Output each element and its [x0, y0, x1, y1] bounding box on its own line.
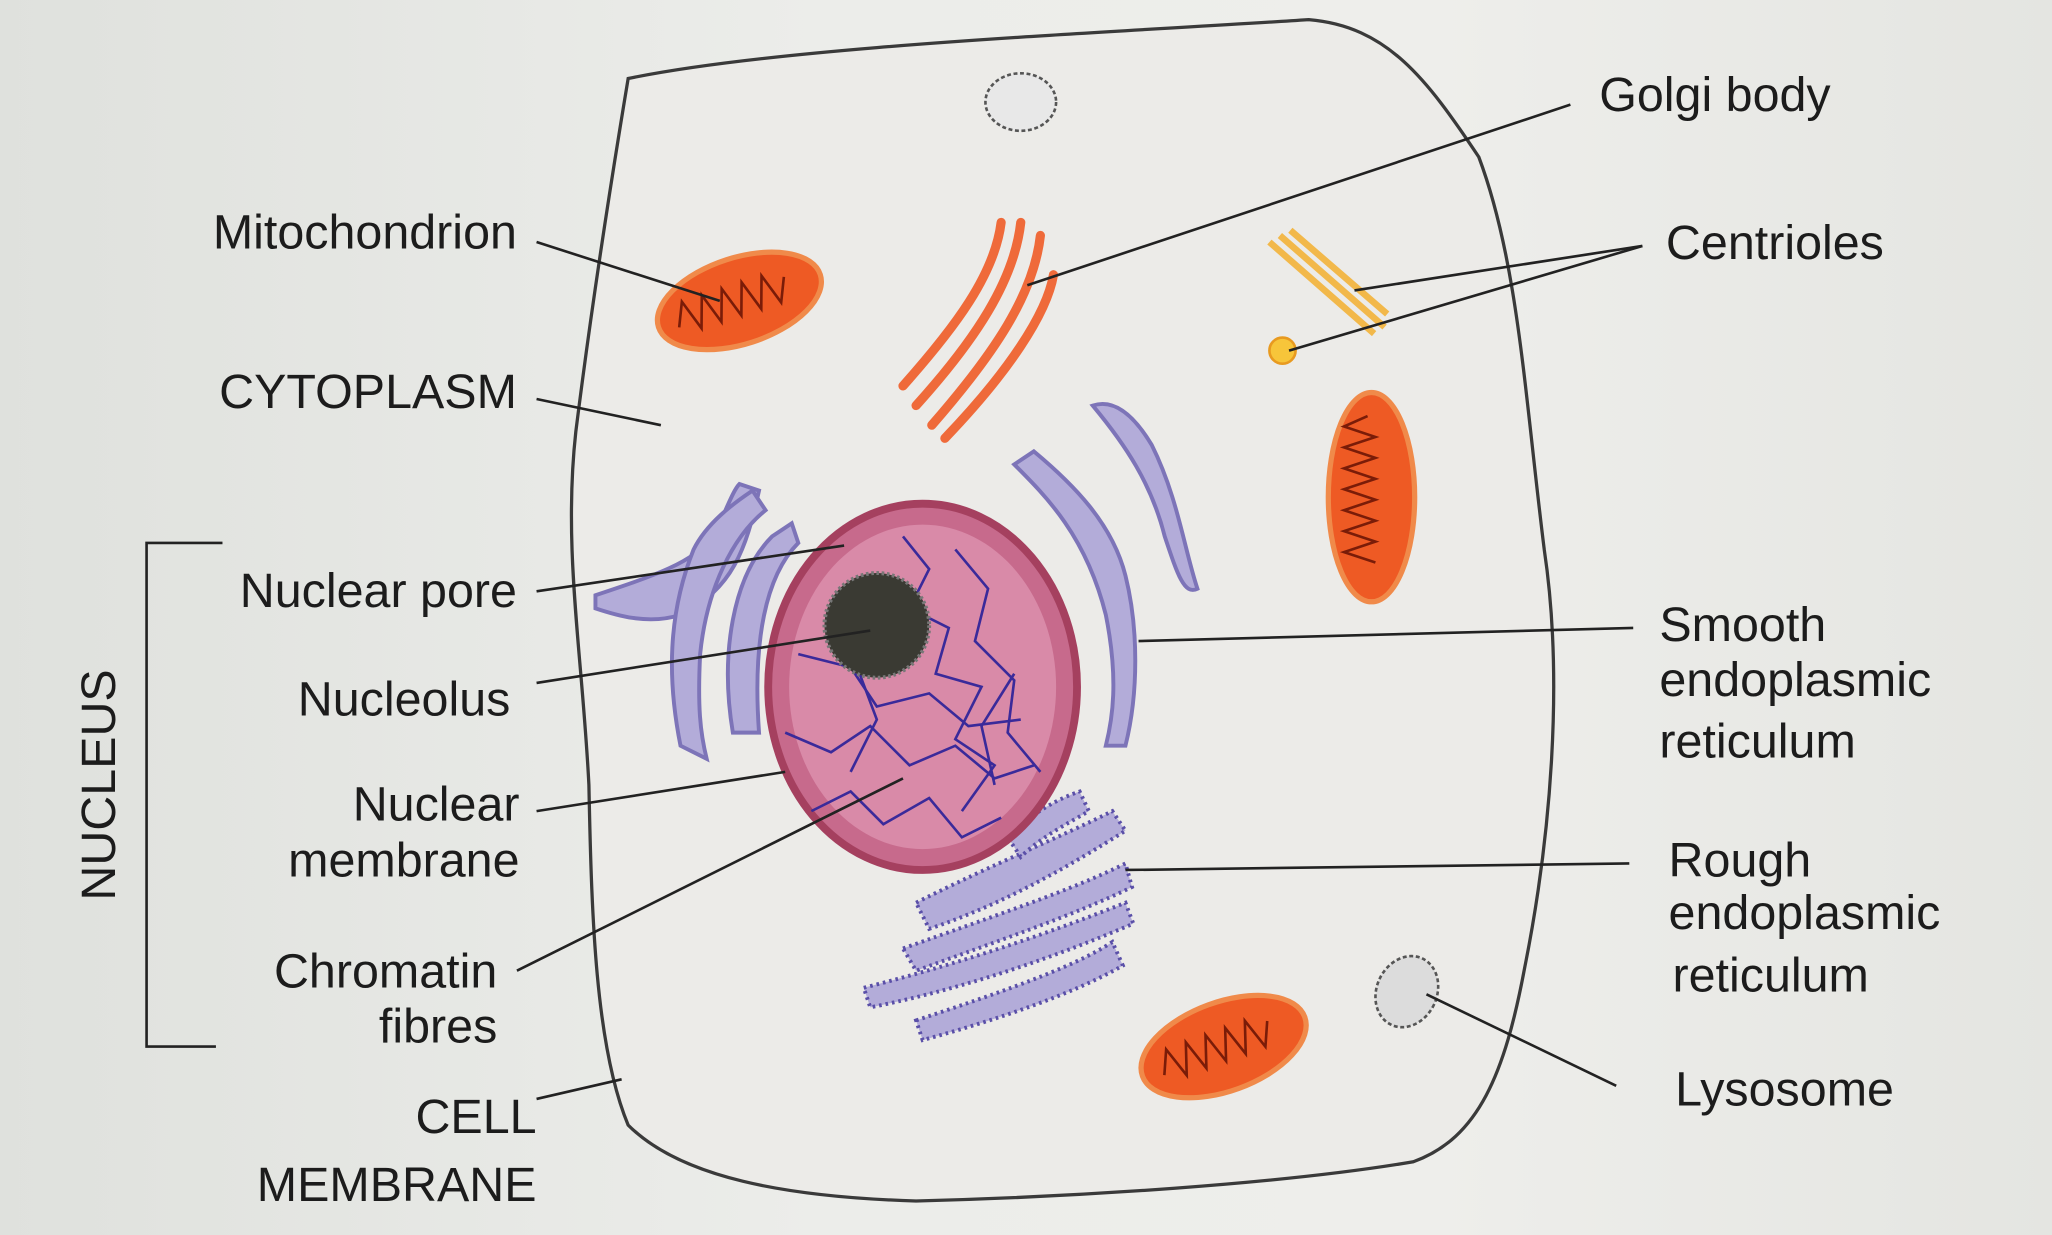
label-rough-er-1: Rough: [1669, 834, 1812, 888]
label-rough-er-2: endoplasmic: [1669, 886, 1941, 940]
label-cytoplasm: CYTOPLASM: [219, 365, 517, 419]
label-nucleus: NUCLEUS: [72, 669, 126, 900]
label-chromatin-fibres-2: fibres: [379, 1000, 497, 1054]
label-mitochondrion: Mitochondrion: [213, 206, 517, 260]
label-nuclear-membrane-2: membrane: [288, 834, 519, 888]
mitochondrion-2: [1325, 389, 1418, 605]
lysosome-organelle: [1374, 954, 1440, 1029]
label-lysosome: Lysosome: [1675, 1062, 1894, 1116]
chromatin-network: [784, 535, 1042, 839]
centrioles-organelle: [1267, 227, 1390, 366]
nucleus-organelle: [764, 499, 1081, 874]
label-smooth-er-3: reticulum: [1659, 714, 1855, 768]
nucleus-bracket: [145, 541, 223, 1048]
label-nucleolus: Nucleolus: [298, 673, 511, 727]
label-chromatin-fibres-1: Chromatin: [274, 945, 497, 999]
label-nuclear-membrane-1: Nuclear: [353, 777, 520, 831]
vesicle: [984, 71, 1058, 133]
label-rough-er-3: reticulum: [1672, 949, 1868, 1003]
label-smooth-er-2: endoplasmic: [1659, 653, 1931, 707]
rough-er-organelle: [861, 789, 1136, 1043]
mitochondrion-1: [654, 249, 825, 353]
label-smooth-er-1: Smooth: [1659, 598, 1826, 652]
nucleolus-organelle: [822, 571, 932, 680]
label-cell-membrane-2: MEMBRANE: [257, 1158, 537, 1212]
smooth-er-organelle: [593, 402, 1200, 763]
label-cell-membrane-1: CELL: [415, 1090, 536, 1144]
label-golgi-body: Golgi body: [1599, 68, 1831, 122]
mitochondrion-3: [1138, 992, 1309, 1101]
label-centrioles: Centrioles: [1666, 216, 1884, 270]
leader-lines: [516, 103, 1643, 1101]
golgi-body-organelle: [898, 217, 1059, 443]
label-nuclear-pore: Nuclear pore: [240, 564, 517, 618]
